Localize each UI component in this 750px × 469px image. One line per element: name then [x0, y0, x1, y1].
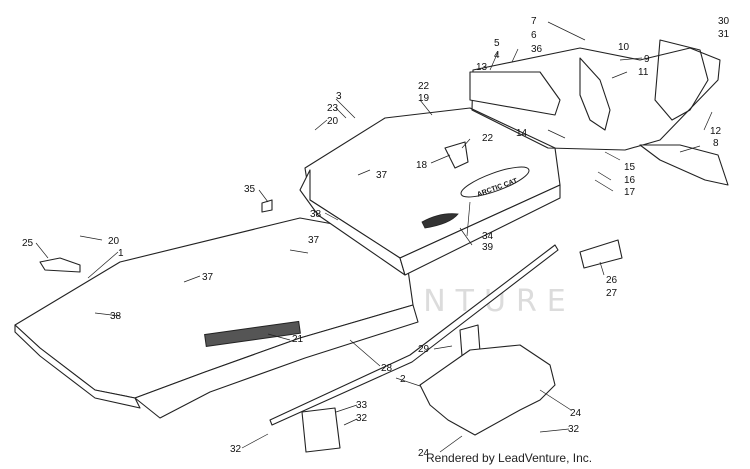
render-credit: Rendered by LeadVenture, Inc.: [426, 451, 593, 465]
callout-16: 16: [624, 175, 636, 186]
callout-24-upper: 24: [570, 408, 582, 419]
vent-grille: [204, 320, 301, 348]
callout-4: 4: [494, 50, 500, 61]
callout-37-top: 37: [376, 170, 388, 181]
callout-39: 39: [482, 242, 494, 253]
rear-bumper-rail-top: [471, 47, 721, 151]
tunnel-side-wall: [134, 304, 419, 419]
callout-32-left: 32: [230, 444, 242, 455]
callout-29: 29: [418, 344, 430, 355]
callout-5: 5: [494, 38, 500, 49]
callout-22-upper: 22: [418, 81, 430, 92]
callout-24-lower: 24: [418, 448, 430, 459]
callout-32-mid: 32: [356, 413, 368, 424]
callout-23: 23: [327, 103, 339, 114]
callout-38-left: 38: [110, 311, 122, 322]
callout-31: 31: [718, 29, 730, 40]
callout-17: 17: [624, 187, 636, 198]
callout-18: 18: [416, 160, 428, 171]
callout-21: 21: [292, 334, 304, 345]
callout-34: 34: [482, 231, 494, 242]
callout-38-top: 38: [310, 209, 322, 220]
callout-35: 35: [244, 184, 256, 195]
callout-14: 14: [516, 128, 528, 139]
callout-20-lower: 20: [108, 236, 120, 247]
tag-plate: [261, 199, 273, 213]
callout-20-upper: 20: [327, 116, 339, 127]
callout-10: 10: [618, 42, 630, 53]
reflector: [579, 239, 623, 269]
taillight-housing: [444, 141, 469, 169]
rear-bumper-cross: [469, 71, 561, 116]
callout-27: 27: [606, 288, 618, 299]
callout-3: 3: [336, 91, 342, 102]
floor-front-lip: [14, 324, 141, 409]
callout-9: 9: [644, 54, 650, 65]
callout-19: 19: [418, 93, 430, 104]
mounting-plate: [301, 407, 341, 453]
callout-33: 33: [356, 400, 368, 411]
callout-32-right: 32: [568, 424, 580, 435]
callout-37-left: 37: [202, 272, 214, 283]
callout-1: 1: [118, 248, 124, 259]
leader-lines: [35, 21, 713, 453]
callout-15: 15: [624, 162, 636, 173]
callout-12: 12: [710, 126, 722, 137]
callout-7: 7: [531, 16, 537, 27]
callout-11: 11: [638, 67, 649, 78]
snow-flap: [639, 144, 729, 186]
callout-13: 13: [476, 62, 488, 73]
rear-suspension-bracket: [419, 344, 556, 436]
callout-labels: 1 2 3 4 5 6 7 8 9 10 11 12 13 14 15 16 1…: [22, 16, 730, 459]
callout-22-lower: 22: [482, 133, 494, 144]
callout-30: 30: [718, 16, 730, 27]
callout-2: 2: [400, 374, 406, 385]
running-board-rail: [269, 244, 559, 426]
callout-6: 6: [531, 30, 537, 41]
callout-25: 25: [22, 238, 34, 249]
mud-flap-hanger: [39, 257, 81, 273]
rear-tunnel-front: [399, 184, 561, 276]
callout-36: 36: [531, 44, 543, 55]
callout-26: 26: [606, 275, 618, 286]
callout-37-mid: 37: [308, 235, 320, 246]
rear-bumper-brace: [579, 57, 611, 131]
rear-bumper-right: [654, 39, 709, 121]
arctic-cat-decal: ARCTIC CAT: [421, 166, 530, 229]
callout-28: 28: [381, 363, 393, 374]
callout-8: 8: [713, 138, 719, 149]
